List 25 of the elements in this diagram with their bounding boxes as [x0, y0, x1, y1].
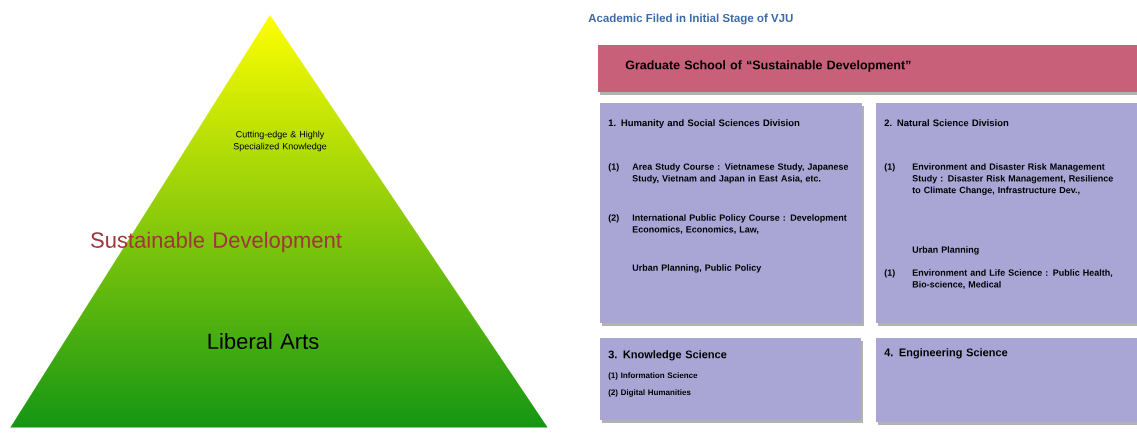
course-text: Urban Planning, Public Policy [632, 264, 762, 273]
item-number: (1) [884, 163, 895, 172]
course-text: International Public Policy Course : Development Economics, Economics, Law, [632, 214, 847, 234]
course-text: (1) Information Science [608, 372, 698, 380]
item-number: (1) [884, 269, 895, 278]
division-heading: 1. Humanity and Social Sciences Division [608, 119, 800, 129]
division-heading: 3. Knowledge Science [608, 350, 727, 361]
pyramid-label: Cutting-edge & Highly Specialized Knowledge [233, 130, 327, 152]
heading-band [598, 45, 1137, 95]
course-text: (2) Digital Humanities [608, 389, 691, 397]
division-box [600, 338, 863, 423]
division-heading: 2. Natural Science Division [884, 119, 1009, 127]
division-box [876, 103, 1137, 326]
heading: Academic Filed in Initial Stage of VJU [588, 13, 793, 25]
course-text: Urban Planning [912, 246, 979, 255]
item-number: (2) [608, 214, 619, 223]
course-text: Area Study Course : Vietnamese Study, Japanese Study, Vietnam and Japan in East Asia, etc. [632, 163, 849, 184]
division-box [876, 338, 1137, 425]
division-box [600, 103, 864, 326]
pyramid-label: Liberal Arts [208, 332, 319, 350]
division-heading: 4. Engineering Science [884, 348, 1008, 359]
course-text: Environment and Life Science : Public Health, Bio-science, Medical [912, 269, 1113, 289]
band-heading: Graduate School of “Sustainable Development” [625, 60, 911, 72]
item-number: (1) [608, 163, 619, 172]
course-text: Environment and Disaster Risk Management Study : Disaster Risk Management, Resilience to Climate Change, Infrastructure Dev., [912, 163, 1113, 195]
